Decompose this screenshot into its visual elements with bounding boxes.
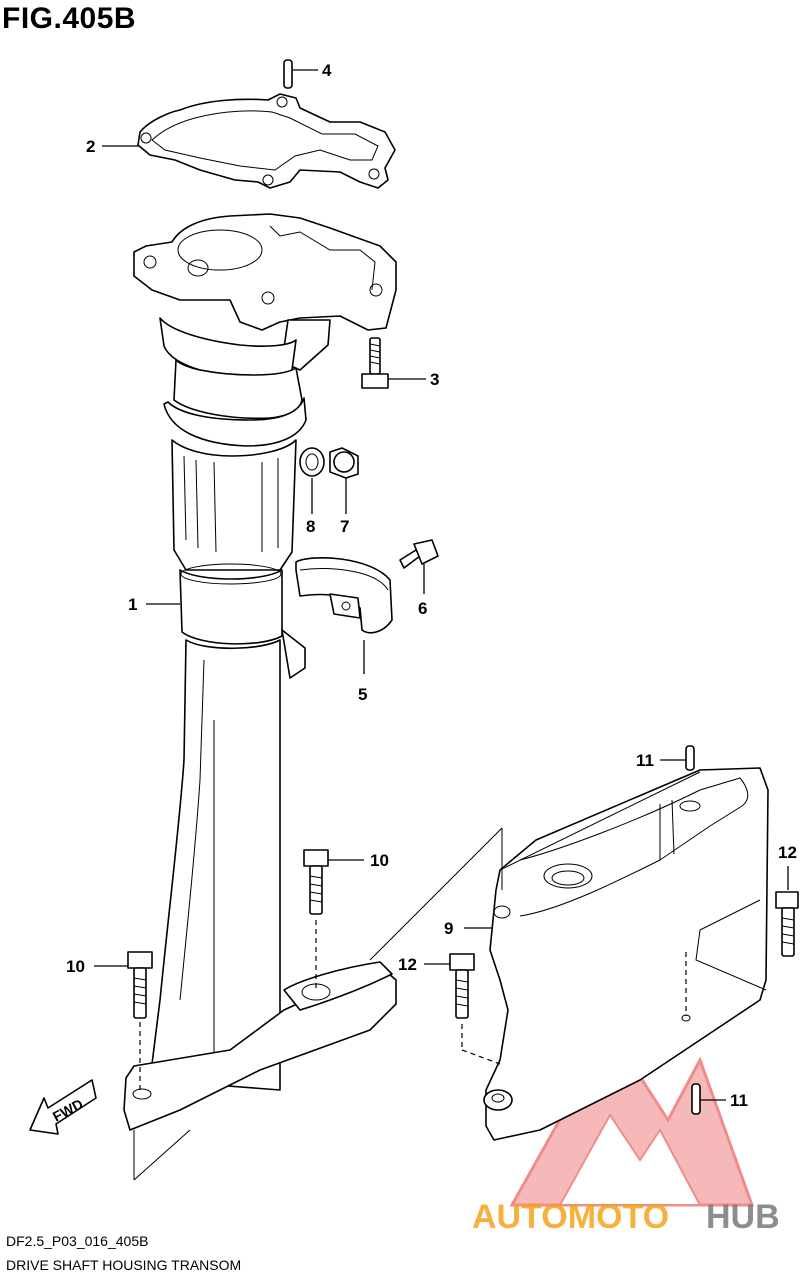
gasket-part-2 xyxy=(137,93,396,189)
drive-shaft-housing-part-1 xyxy=(123,213,397,1131)
watermark-text-gray: HUB xyxy=(706,1198,780,1236)
callout-6: 6 xyxy=(418,599,427,618)
callout-10-lower: 10 xyxy=(66,957,85,976)
bolt-part-6 xyxy=(399,539,439,569)
washer-part-8 xyxy=(299,447,325,477)
bolt-part-12-right xyxy=(775,891,799,957)
callout-8: 8 xyxy=(306,517,315,536)
callout-11-lower: 11 xyxy=(730,1091,748,1110)
callout-3: 3 xyxy=(430,370,439,389)
watermark-text-orange: AUTOMOTO xyxy=(472,1198,669,1236)
callout-9: 9 xyxy=(444,919,453,938)
clamp-part-5 xyxy=(295,557,393,634)
callout-11-upper: 11 xyxy=(636,751,654,770)
bolt-part-10-lower xyxy=(127,951,153,1019)
transom-cover-part-9 xyxy=(483,767,769,1141)
figure-caption: DRIVE SHAFT HOUSING TRANSOM xyxy=(6,1257,242,1273)
figure-code: DF2.5_P03_016_405B xyxy=(6,1233,149,1249)
pin-part-11-upper xyxy=(685,745,695,771)
bolt-part-12-left xyxy=(449,953,475,1019)
callout-10-upper: 10 xyxy=(370,851,389,870)
bolt-part-3 xyxy=(361,337,389,389)
callout-7: 7 xyxy=(340,517,349,536)
figure-title: FIG.405B xyxy=(2,2,137,35)
bolt-part-10-upper xyxy=(303,849,329,915)
callout-5: 5 xyxy=(358,685,367,704)
dowel-pin-part-4 xyxy=(283,59,293,89)
callout-12-right: 12 xyxy=(778,843,797,862)
pin-part-11-lower xyxy=(691,1083,701,1115)
fwd-direction-arrow: FWD xyxy=(29,1079,97,1135)
plug-screw-part-7 xyxy=(329,447,359,479)
callout-2: 2 xyxy=(86,137,95,156)
callout-4: 4 xyxy=(322,61,332,80)
callout-1: 1 xyxy=(128,595,137,614)
callout-12-left: 12 xyxy=(398,955,417,974)
